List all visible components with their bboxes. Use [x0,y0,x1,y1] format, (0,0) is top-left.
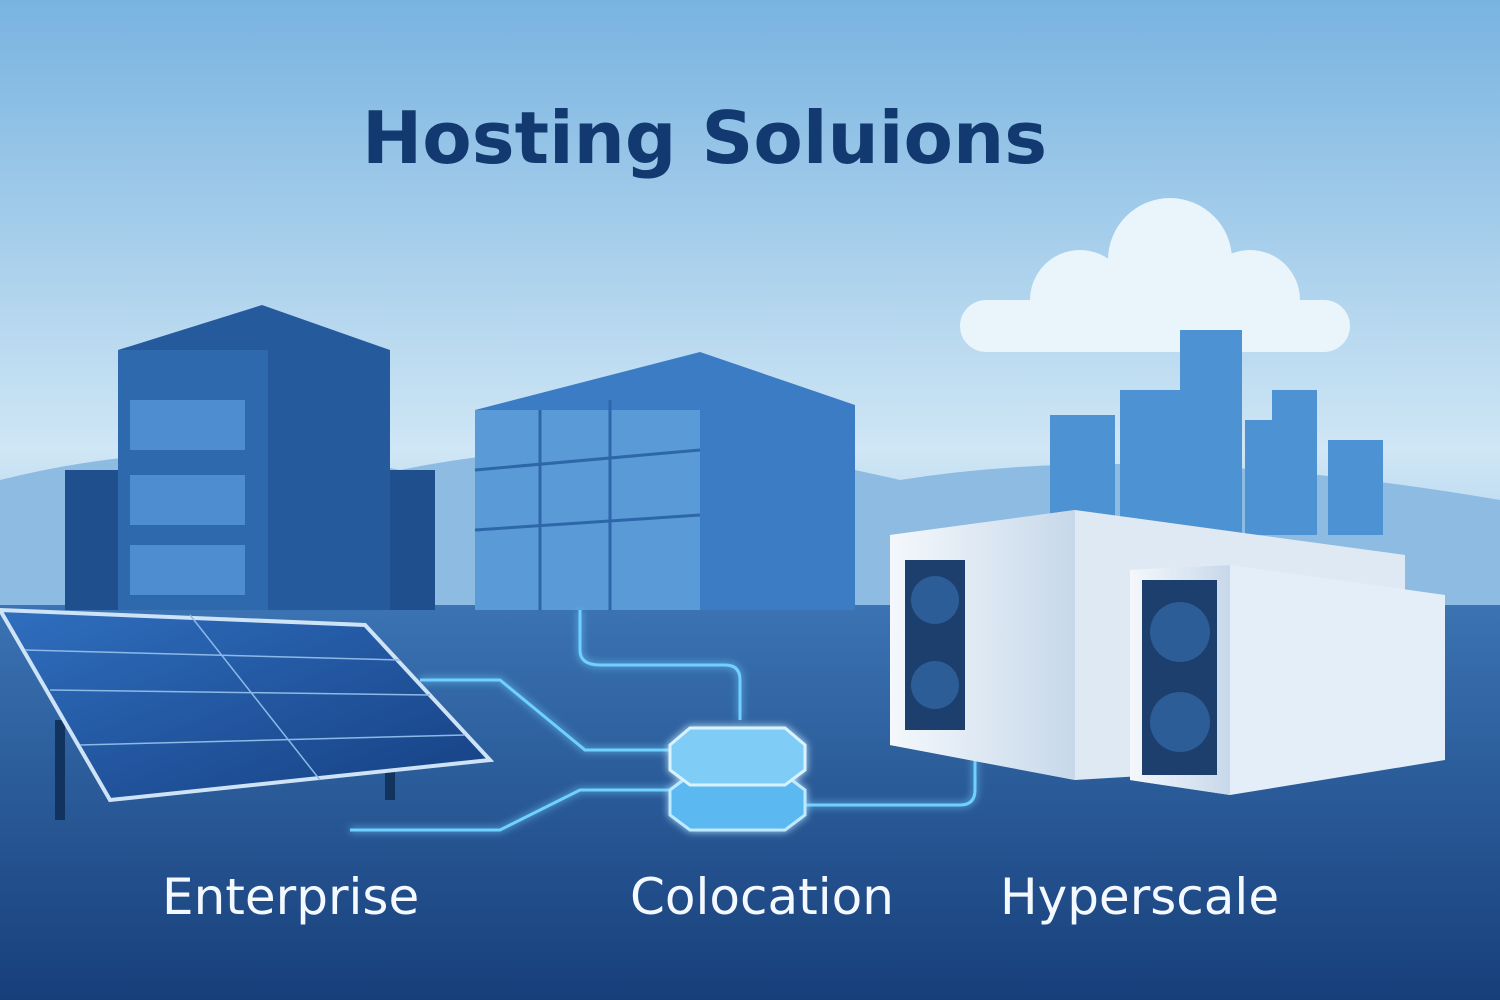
label-enterprise: Enterprise [162,868,419,926]
page-title: Hosting Soluions [362,96,1047,180]
label-hyperscale: Hyperscale [1000,868,1279,926]
network-lines [350,610,977,832]
network-hub-icon [668,726,807,832]
label-colocation: Colocation [630,868,894,926]
cloud [960,198,1350,352]
enterprise-building [65,305,435,610]
solar-panel [0,607,495,820]
colocation-building [474,352,855,610]
city-skyline [1050,330,1383,535]
hyperscale-containers [890,510,1445,795]
